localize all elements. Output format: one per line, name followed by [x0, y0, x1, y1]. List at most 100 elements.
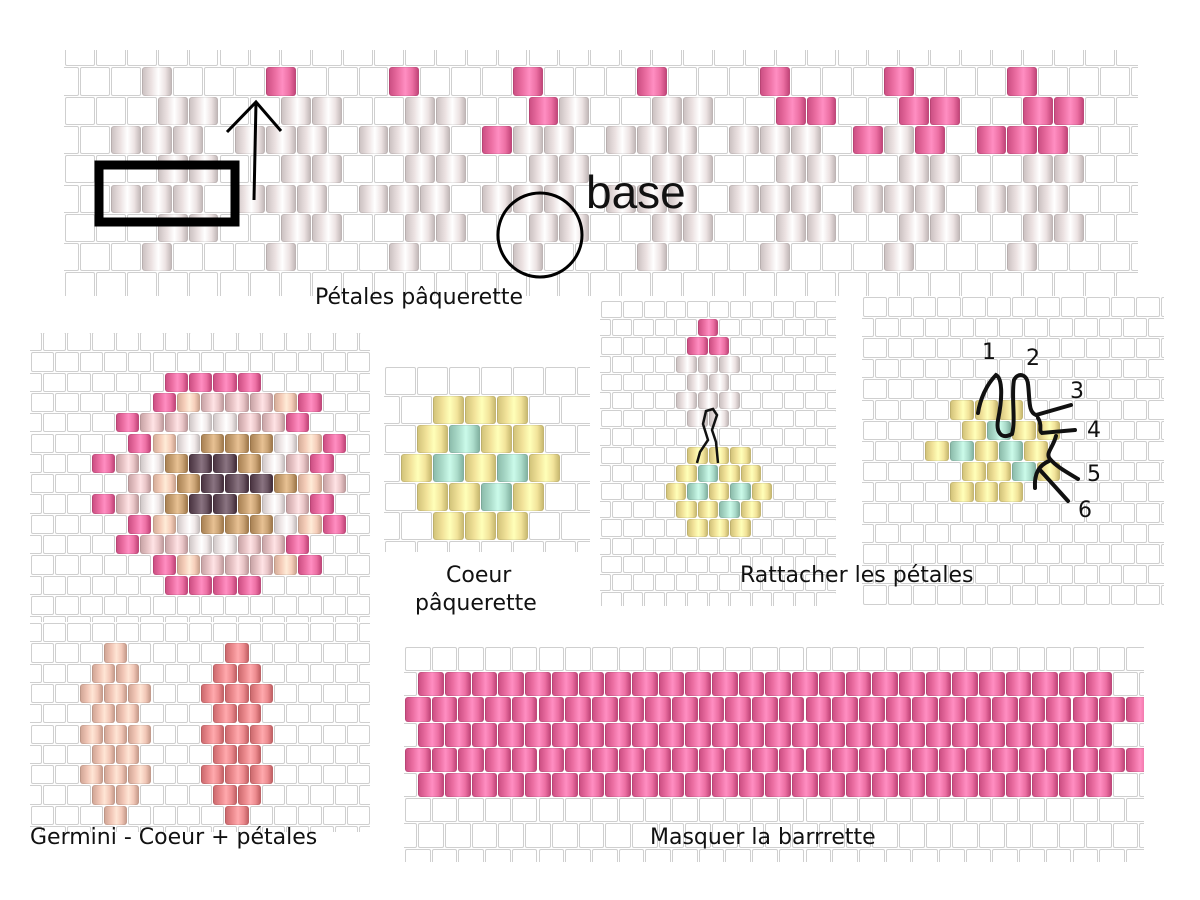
bead — [128, 514, 152, 534]
grid-cell — [832, 647, 858, 672]
bead — [142, 184, 173, 213]
grid-cell — [103, 474, 128, 494]
grid-cell — [816, 446, 836, 464]
bead — [237, 413, 261, 433]
grid-cell — [730, 373, 751, 391]
grid-cell — [67, 785, 91, 805]
grid-cell — [965, 647, 992, 672]
bead — [445, 773, 471, 798]
bead — [992, 697, 1019, 722]
grid-cell — [863, 544, 887, 564]
grid-cell — [863, 338, 887, 358]
grid-cell — [751, 410, 772, 428]
grid-cell — [43, 453, 67, 474]
grid-cell — [794, 373, 815, 391]
bead — [465, 512, 496, 540]
grid-cell — [600, 574, 611, 592]
grid-cell — [713, 50, 744, 67]
grid-cell — [405, 798, 431, 823]
bead — [845, 672, 872, 697]
grid-cell — [992, 155, 1022, 184]
grid-cell — [622, 446, 643, 464]
grid-cell — [937, 379, 962, 399]
grid-cell — [912, 544, 937, 564]
bead — [925, 722, 952, 747]
grid-cell — [622, 301, 643, 319]
bead — [687, 410, 708, 428]
grid-cell — [783, 501, 805, 519]
grid-cell — [116, 372, 140, 392]
grid-cell — [783, 574, 805, 592]
bead — [213, 453, 237, 474]
grid-cell — [116, 333, 140, 352]
grid-cell — [590, 213, 621, 243]
bead — [404, 96, 435, 125]
grid-cell — [140, 785, 164, 805]
grid-cell — [852, 243, 883, 272]
bead — [687, 446, 708, 464]
bead — [116, 704, 140, 724]
grid-cell — [79, 555, 103, 575]
bead — [152, 514, 176, 534]
grid-cell — [458, 647, 485, 672]
grid-cell — [140, 575, 164, 595]
grid-cell — [1061, 461, 1086, 482]
grid-cell — [513, 367, 544, 395]
bead — [249, 683, 273, 704]
bead — [1005, 722, 1032, 747]
bead — [176, 555, 201, 575]
bead — [249, 392, 273, 413]
bead — [389, 184, 420, 213]
bead — [1036, 420, 1061, 441]
bead — [225, 555, 249, 575]
grid-cell — [152, 595, 176, 616]
grid-cell — [359, 623, 370, 643]
bead — [497, 454, 528, 482]
grid-cell — [404, 823, 418, 848]
grid-cell — [708, 592, 729, 606]
grid-cell — [976, 67, 1007, 96]
grid-cell — [837, 155, 868, 184]
grid-cell — [1148, 441, 1164, 461]
grid-cell — [286, 623, 310, 643]
grid-cell — [794, 519, 815, 537]
bead — [103, 765, 128, 785]
grid-cell — [992, 213, 1022, 243]
bead — [992, 747, 1019, 772]
grid-cell — [687, 301, 708, 319]
grid-cell — [999, 564, 1024, 585]
grid-cell — [176, 724, 201, 744]
bead — [752, 697, 778, 722]
bead — [999, 400, 1024, 420]
grid-cell — [451, 67, 482, 96]
grid-cell — [730, 301, 751, 319]
grid-cell — [762, 392, 783, 410]
bead — [591, 697, 618, 722]
grid-cell — [128, 805, 152, 825]
grid-cell — [30, 623, 43, 643]
bead — [1085, 672, 1112, 697]
bead — [1032, 722, 1059, 747]
grid-cell — [237, 826, 261, 832]
grid-cell — [176, 643, 201, 663]
grid-cell — [791, 67, 822, 96]
grid-cell — [805, 848, 832, 862]
bead — [435, 213, 466, 243]
grid-cell — [67, 744, 91, 765]
bead — [142, 67, 173, 96]
grid-cell — [128, 643, 152, 663]
grid-cell — [31, 805, 55, 825]
grid-cell — [359, 616, 370, 623]
bead — [979, 773, 1005, 798]
grid-cell — [633, 319, 654, 337]
grid-cell — [939, 798, 965, 823]
grid-cell — [346, 683, 370, 704]
grid-cell — [164, 704, 188, 724]
bead — [237, 535, 261, 555]
grid-cell — [633, 392, 654, 410]
bead — [261, 494, 286, 514]
bead — [91, 704, 116, 724]
grid-cell — [201, 643, 225, 663]
bead — [431, 747, 458, 772]
grid-cell — [30, 704, 43, 724]
